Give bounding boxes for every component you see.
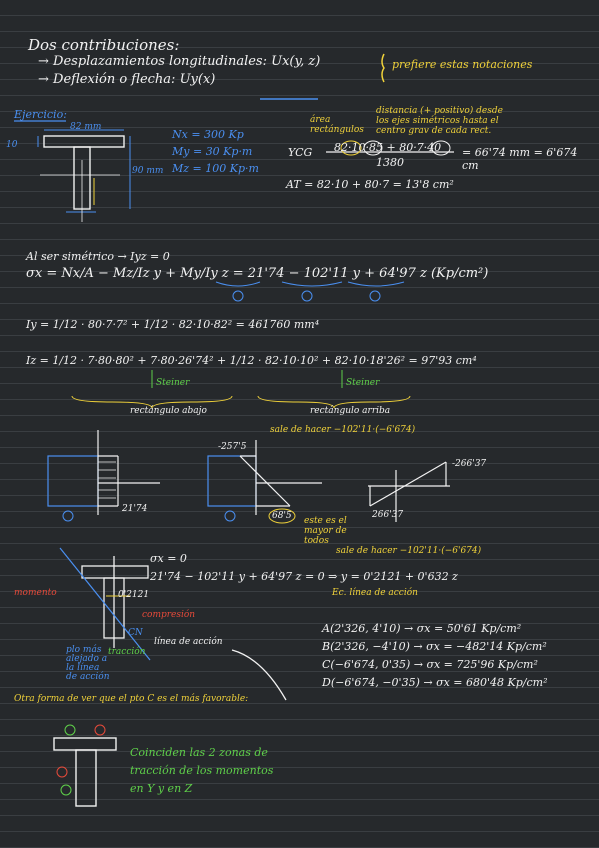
- compression-label: compresión: [142, 610, 196, 620]
- header-title: Dos contribuciones:: [28, 36, 180, 54]
- area-total: AT = 82·10 + 80·7 = 13'8 cm²: [286, 178, 454, 191]
- diagram2-note-top: sale de hacer −102'11·(−6'674): [270, 425, 416, 435]
- dist-label: distancia (+ positivo) desde los ejes si…: [376, 106, 503, 136]
- steiner-label-1: Steiner: [156, 378, 190, 388]
- iz-equation: Iz = 1/12 · 7·80·80² + 7·80·26'74² + 1/1…: [26, 354, 477, 367]
- diagram3-top: -266'37: [452, 459, 487, 469]
- my-value: My = 30 Kp·m: [172, 145, 253, 158]
- dim-height: 90 mm: [132, 166, 164, 176]
- rect-bottom-label: rectángulo abajo: [130, 406, 207, 416]
- sigma-zero: σx = 0: [150, 552, 187, 565]
- line-of-action-label: línea de acción: [154, 637, 223, 647]
- other-title: Otra forma de ver que el pto C es el más…: [14, 694, 249, 704]
- mz-value: Mz = 100 Kp·m: [172, 162, 259, 175]
- diagram2-bottom: 68'5: [272, 511, 292, 521]
- point-b: B(2'326, −4'10) → σx = −482'14 Kp/cm²: [322, 640, 547, 653]
- ycg-label: YCG: [288, 146, 313, 159]
- point-d: D(−6'674, −0'35) → σx = 680'48 Kp/cm²: [322, 676, 548, 689]
- t-section-drawing: [43, 135, 125, 210]
- cn-label: CN: [128, 628, 143, 638]
- ycg-result: = 66'74 mm = 6'674 cm: [462, 146, 578, 172]
- dim-left: 10: [6, 140, 18, 150]
- header-line-2: → Deflexión o flecha: Uy(x): [38, 72, 216, 87]
- tension-label: tracción: [108, 647, 146, 657]
- neutral-equation: 21'74 − 102'11 y + 64'97 z = 0 ⇒ y = 0'2…: [150, 570, 458, 583]
- symmetric-line: Al ser simétrico → Iyz = 0: [26, 250, 170, 263]
- point-c: C(−6'674, 0'35) → σx = 725'96 Kp/cm²: [322, 658, 538, 671]
- iy-equation: Iy = 1/12 · 80·7·7² + 1/12 · 82·10·82² =…: [26, 318, 320, 331]
- header-note: prefiere estas notaciones: [392, 58, 533, 71]
- ycg-numerator: 82·10·85 + 80·7·40: [334, 141, 442, 154]
- diagram2-note-bottom: este es el mayor de todos: [304, 516, 347, 546]
- ycg-denominator: 1380: [376, 156, 404, 169]
- diagram3-note: sale de hacer −102'11·(−6'674): [336, 546, 482, 556]
- exercise-label: Ejercicio:: [14, 108, 67, 121]
- area-label: área rectángulos: [310, 115, 364, 135]
- point-a: A(2'326, 4'10) → σx = 50'61 Kp/cm²: [322, 622, 522, 635]
- diagram2-top: -257'5: [218, 442, 247, 452]
- moment-label: momento: [14, 588, 57, 598]
- diagram1-value: 21'74: [122, 504, 148, 514]
- action-line-label: Ec. línea de acción: [332, 588, 418, 598]
- diagram3-bottom: 266'37: [372, 510, 404, 520]
- neutral-value: 0'2121: [118, 590, 150, 600]
- header-line-1: → Desplazamientos longitudinales: Ux(y, …: [38, 54, 321, 69]
- steiner-label-2: Steiner: [346, 378, 380, 388]
- dim-top: 82 mm: [70, 122, 102, 132]
- farthest-point-note: plo más alejado a la línea de acción: [66, 645, 110, 682]
- rect-top-label: rectángulo arriba: [310, 406, 391, 416]
- sigma-equation: σx = Nx/A − Mz/Iz y + My/Iy z = 21'74 − …: [26, 266, 489, 281]
- nx-value: Nx = 300 Kp: [172, 128, 244, 141]
- other-note: Coinciden las 2 zonas de tracción de los…: [130, 746, 274, 795]
